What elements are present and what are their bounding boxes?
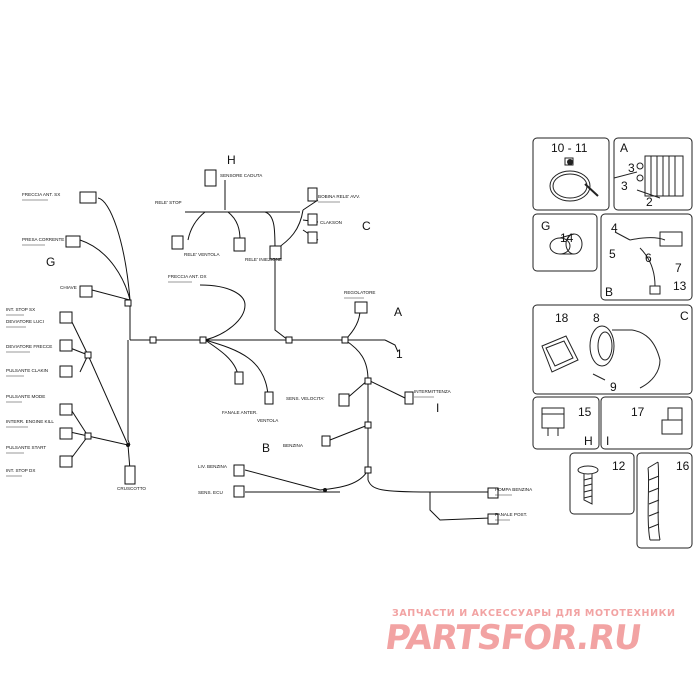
panel-a-callout-1: 3 bbox=[628, 161, 635, 175]
label-fanale-anter: FANALE ANTER. bbox=[222, 410, 257, 415]
label-cruscotto: CRUSCOTTO bbox=[117, 486, 146, 491]
panel-h bbox=[532, 396, 600, 450]
panel-i-callout-17: 17 bbox=[631, 405, 645, 419]
label-presa-corrente: PRESA CORRENTE bbox=[22, 237, 64, 242]
label-sens-velocita: SENS. VELOCITA' bbox=[286, 396, 324, 401]
label-regolatore: REGOLATORE bbox=[344, 290, 375, 295]
label-rele-stop: RELE' STOP bbox=[155, 200, 182, 205]
panel-c bbox=[532, 304, 693, 395]
label-int-stop-dx: INT. STOP DX bbox=[6, 468, 35, 473]
panel-a-callout-3: 2 bbox=[646, 195, 653, 209]
label-pulsante-mode: PULSANTE MODE bbox=[6, 394, 45, 399]
panel-g bbox=[532, 213, 598, 272]
label-rele-ventola: RELE' VENTOLA bbox=[184, 252, 220, 257]
label-interr-engine-kill: INTERR. ENGINE KILL bbox=[6, 419, 54, 424]
watermark-logo: PARTSFOR.RU bbox=[383, 618, 644, 658]
panel-b-title: B bbox=[605, 285, 613, 299]
panel-c-callout-8: 8 bbox=[593, 311, 600, 325]
tag-i: I bbox=[436, 401, 439, 415]
label-freccia-ant-sx: FRECCIA ANT. SX bbox=[22, 192, 60, 197]
label-intermittenza: INTERMITTENZA bbox=[414, 389, 452, 394]
panel-b-callout-7: 7 bbox=[675, 261, 682, 275]
label-clakson: CLAKSON bbox=[320, 220, 342, 225]
label-chiave: CHIAVE bbox=[60, 285, 77, 290]
label-ventola: VENTOLA bbox=[257, 418, 279, 423]
tag-b: B bbox=[262, 441, 270, 455]
label-int-stop-sx: INT. STOP SX bbox=[6, 307, 35, 312]
tag-c: C bbox=[362, 219, 371, 233]
panel-b-callout-6: 6 bbox=[645, 251, 652, 265]
label-liv-benzina: LIV. BENZINA bbox=[198, 464, 228, 469]
panel-c-callout-18: 18 bbox=[555, 311, 569, 325]
panel-b-callout-4: 4 bbox=[611, 221, 618, 235]
panel-a bbox=[613, 137, 693, 211]
panel-12-title: 12 bbox=[612, 459, 626, 473]
panel-16-title: 16 bbox=[676, 459, 690, 473]
panel-h-callout-15: 15 bbox=[578, 405, 592, 419]
label-rele-iniezione: RELE' INIEZIONE bbox=[245, 257, 282, 262]
panel-i-title: I bbox=[606, 434, 609, 448]
panel-10-11-title: 10 - 11 bbox=[551, 141, 588, 155]
panel-b-callout-5: 5 bbox=[609, 247, 616, 261]
tag-h: H bbox=[227, 153, 236, 167]
tag-g: G bbox=[46, 255, 55, 269]
tag-1: 1 bbox=[396, 347, 403, 361]
label-pompa-benzina: POMPA BENZINA bbox=[495, 487, 533, 492]
tag-a: A bbox=[394, 305, 402, 319]
label-sensore-caduta: SENSORE CADUTA bbox=[220, 173, 263, 178]
panel-i bbox=[600, 396, 693, 450]
panel-b-callout-13: 13 bbox=[673, 279, 687, 293]
panel-12 bbox=[569, 452, 635, 515]
panel-c-title: C bbox=[680, 309, 689, 323]
panel-a-callout-2: 3 bbox=[621, 179, 628, 193]
panel-h-title: H bbox=[584, 434, 593, 448]
panel-g-callout-14: 14 bbox=[560, 231, 574, 245]
label-sens-ecu: SENS. ECU bbox=[198, 490, 223, 495]
label-benzina: BENZINA bbox=[283, 443, 304, 448]
label-pulsante-start: PULSANTE START bbox=[6, 445, 46, 450]
panel-c-callout-9: 9 bbox=[610, 380, 617, 394]
panel-b bbox=[600, 213, 693, 301]
panel-g-title: G bbox=[541, 219, 550, 233]
label-deviatore-luci: DEVIATORE LUCI bbox=[6, 319, 44, 324]
label-freccia-ant-dx: FRECCIA ANT. DX bbox=[168, 274, 207, 279]
label-pulsante-clakin: PULSANTE CLAKIN bbox=[6, 368, 48, 373]
label-bobina-rele: BOBINA RELE' AVV. bbox=[318, 194, 360, 199]
panel-16 bbox=[636, 452, 693, 549]
label-deviatore-frecce: DEVIATORE FRECCE bbox=[6, 344, 52, 349]
watermark-subtitle: ЗАПЧАСТИ И АКСЕССУАРЫ ДЛЯ МОТОТЕХНИКИ bbox=[392, 608, 676, 619]
label-fanale-post: FANALE POST. bbox=[495, 512, 527, 517]
svg-text:PARTSFOR.RU: PARTSFOR.RU bbox=[383, 618, 644, 658]
panel-a-title: A bbox=[620, 141, 628, 155]
panel-10-11 bbox=[532, 137, 610, 211]
